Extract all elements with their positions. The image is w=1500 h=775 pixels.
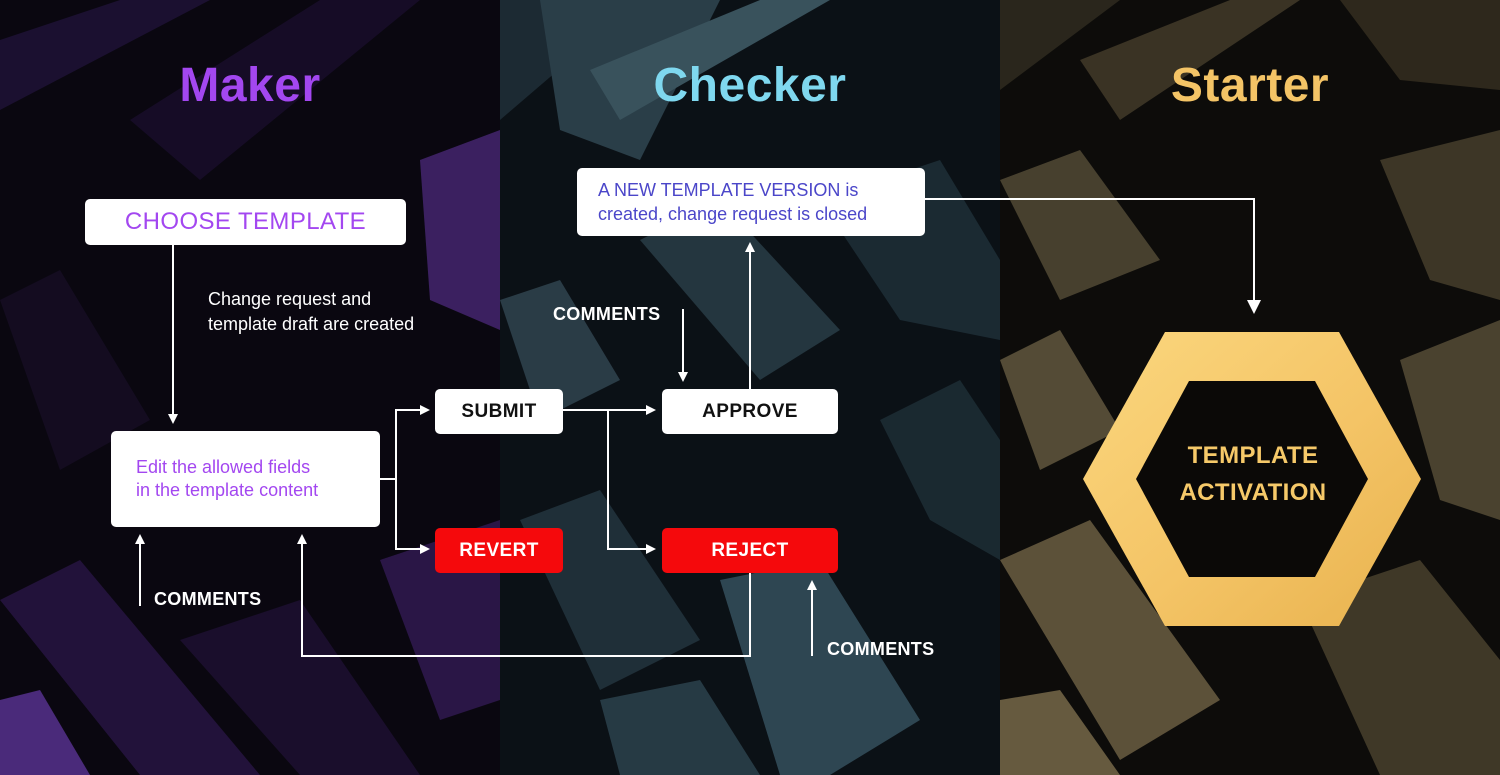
approve-label: APPROVE [702, 400, 798, 422]
arrowhead [1247, 300, 1261, 314]
new-version-line2: created, change request is closed [598, 204, 868, 224]
maker-streaks [0, 0, 500, 775]
arrowhead [807, 580, 817, 590]
arrowhead [646, 405, 656, 415]
comments-label-maker: COMMENTS [154, 589, 262, 609]
note-line: Change request and [208, 289, 372, 309]
starter-streaks [1000, 0, 1500, 775]
comments-label-reject: COMMENTS [827, 639, 935, 659]
arrowhead [135, 534, 145, 544]
arrowhead [168, 414, 178, 424]
new-version-line1: A NEW TEMPLATE VERSION is [598, 178, 867, 202]
revert-label: REVERT [459, 539, 539, 561]
arrowhead [646, 544, 656, 554]
revert-button[interactable]: REVERT [435, 528, 563, 573]
edit-box-line: Edit the allowed fields [136, 457, 311, 477]
new-template-version-box: A NEW TEMPLATE VERSION is created, chang… [577, 168, 925, 236]
change-request-note: Change request and template draft are cr… [208, 287, 488, 337]
arrowhead [678, 372, 688, 382]
starter-column-title: Starter [1170, 59, 1330, 112]
activation-line: TEMPLATE [1187, 442, 1319, 469]
checker-streaks [500, 0, 1000, 775]
choose-template-button[interactable]: CHOOSE TEMPLATE [85, 199, 406, 245]
comments-label-approve: COMMENTS [553, 304, 661, 324]
maker-column-title: Maker [179, 59, 321, 112]
new-version-highlight: A NEW TEMPLATE VERSION [598, 180, 841, 200]
choose-template-label: CHOOSE TEMPLATE [124, 208, 367, 235]
connector-lines [139, 198, 1255, 657]
arrowhead [420, 544, 430, 554]
edit-fields-box: Edit the allowed fields in the template … [111, 431, 380, 527]
reject-button[interactable]: REJECT [662, 528, 838, 573]
activation-line: ACTIVATION [1179, 479, 1327, 506]
approve-button[interactable]: APPROVE [662, 389, 838, 434]
arrowheads [135, 242, 1261, 590]
new-version-rest: is [840, 180, 859, 200]
checker-column-title: Checker [653, 59, 847, 112]
arrowhead [745, 242, 755, 252]
arrowhead [420, 405, 430, 415]
submit-label: SUBMIT [461, 400, 537, 422]
template-activation-hexagon-inner [1136, 381, 1368, 577]
submit-button[interactable]: SUBMIT [435, 389, 563, 434]
edit-box-line: in the template content [136, 480, 319, 500]
reject-label: REJECT [711, 539, 789, 561]
template-activation-label: TEMPLATE ACTIVATION [1125, 437, 1381, 511]
note-line: template draft are created [208, 314, 415, 334]
arrowhead [297, 534, 307, 544]
